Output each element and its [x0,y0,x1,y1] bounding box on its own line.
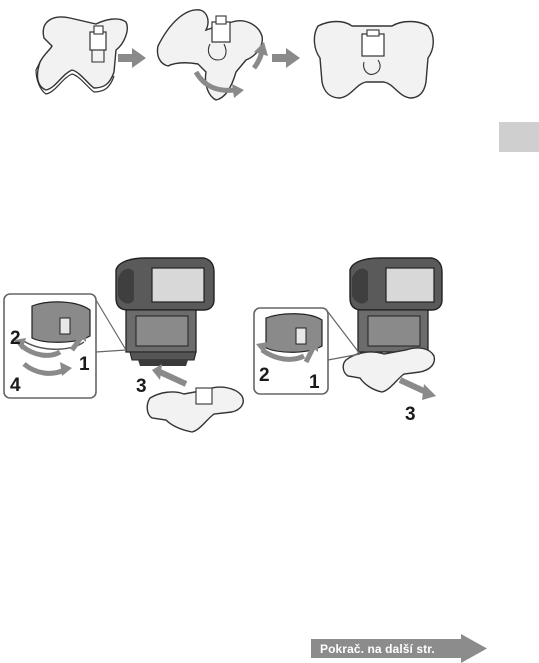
sequence-arrow-2 [272,48,300,68]
step-number-2: 2 [10,328,21,349]
continue-next-page-banner: Pokrač. na další str. [311,634,487,663]
slide-arrow-3 [160,372,186,384]
adapter-sequence-illustration [0,0,539,110]
flash-unit-left [116,258,214,366]
section-tab [499,122,539,152]
adapter-left [147,387,243,432]
step-number-1-right: 1 [309,372,320,393]
adapter-folded-frame [314,22,433,99]
continue-label: Pokrač. na další str. [320,642,435,656]
lock-lever-inset-right [254,308,360,394]
adapter-flat-frame [36,17,127,94]
step-number-2-right: 2 [259,365,270,386]
adapter-bending-frame [157,10,268,100]
slide-arrow-3-right [400,380,426,392]
sequence-arrow-1 [118,48,146,68]
flash-unit-right [350,258,442,352]
step-number-4: 4 [10,375,21,396]
step-number-3: 3 [136,376,147,397]
step-number-1: 1 [79,354,90,375]
step-number-3-right: 3 [405,404,416,425]
attach-procedure-illustration: 2 1 4 3 [0,250,260,435]
remove-procedure-illustration: 2 1 3 [250,250,450,430]
